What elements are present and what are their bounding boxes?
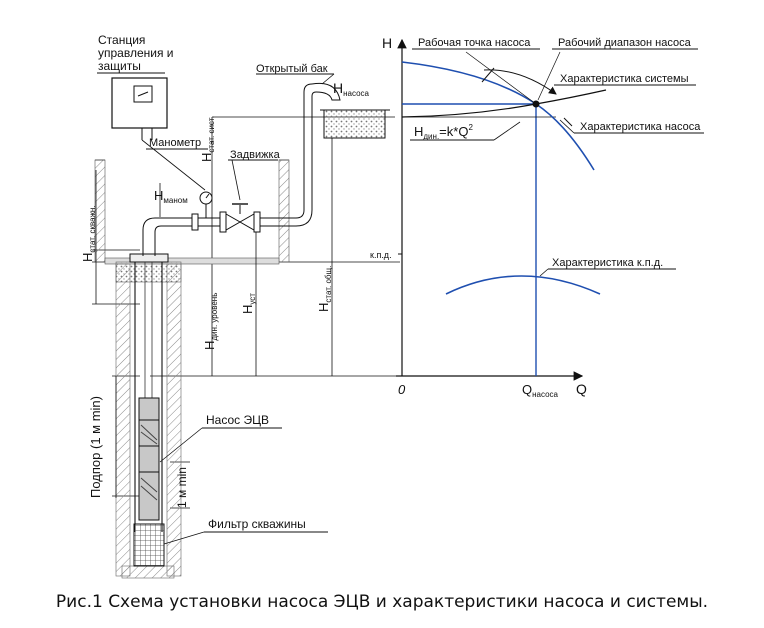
svg-text:Hуст: Hуст bbox=[240, 293, 257, 314]
x-axis-label: Q bbox=[576, 381, 587, 397]
manometer-label: Манометр bbox=[149, 137, 201, 149]
filter-label: Фильтр скважины bbox=[208, 517, 306, 531]
y-axis-label: H bbox=[382, 35, 392, 51]
kpd-tick-label: к.п.д. bbox=[370, 250, 392, 260]
pump-installation-diagram: Станция управления и защиты Манометр bbox=[80, 33, 704, 579]
h-din-uroven-label: Hдин. уровень bbox=[202, 293, 219, 350]
kpd-characteristic-curve bbox=[445, 275, 601, 295]
kpd-char-label: Характеристика к.п.д. bbox=[552, 257, 663, 269]
q-nasosa-label: Qнасоса bbox=[522, 382, 559, 399]
well-pit bbox=[94, 159, 290, 579]
h-nasosa-label: Hнасоса bbox=[333, 80, 370, 98]
svg-text:Hстат. скважн.: Hстат. скважн. bbox=[80, 205, 97, 262]
well-filter bbox=[133, 523, 165, 567]
h-stat-obsch-label: Hстат. общ. bbox=[316, 266, 333, 312]
pump-char-label: Характеристика насоса bbox=[580, 121, 701, 133]
pipeline bbox=[142, 82, 341, 256]
h-ust-label: Hуст bbox=[240, 293, 257, 314]
control-station: Станция управления и защиты Манометр bbox=[97, 33, 208, 191]
h-din-formula: Hдин.=k*Q2 bbox=[414, 123, 473, 141]
pump-chart: H Q 0 к.п.д. Qнасоса Рабочая точка насос… bbox=[370, 35, 704, 399]
working-point-label: Рабочая точка насоса bbox=[418, 37, 531, 49]
podpor-label: Подпор (1 м min) bbox=[88, 396, 103, 498]
h-manom-label: Hманом bbox=[154, 188, 188, 205]
station-label-1: Станция bbox=[98, 33, 145, 47]
svg-text:Hдин. уровень: Hдин. уровень bbox=[202, 293, 219, 350]
figure-caption: Рис.1 Схема установки насоса ЭЦВ и харак… bbox=[55, 592, 709, 612]
svg-text:Подпор (1 м min): Подпор (1 м min) bbox=[88, 396, 103, 498]
working-range-label: Рабочий диапазон насоса bbox=[558, 37, 692, 49]
system-characteristic-curve bbox=[401, 89, 607, 118]
open-tank-label: Открытый бак bbox=[256, 63, 328, 75]
valve-label: Задвижка bbox=[230, 149, 281, 161]
system-char-label: Характеристика системы bbox=[560, 73, 689, 85]
svg-text:1 м min: 1 м min bbox=[175, 467, 189, 508]
svg-text:Hстат. сист.: Hстат. сист. bbox=[199, 116, 216, 162]
origin-label: 0 bbox=[398, 382, 406, 397]
open-tank: Открытый бак Hнасоса bbox=[256, 63, 390, 139]
station-label-3: защиты bbox=[98, 59, 141, 73]
h-stat-sist-label: Hстат. сист. bbox=[199, 116, 216, 162]
svg-text:Hстат. общ.: Hстат. общ. bbox=[316, 266, 333, 312]
pump-label: Насос ЭЦВ bbox=[206, 413, 269, 427]
station-label-2: управления и bbox=[98, 46, 174, 60]
h-stat-skvazh-label: Hстат. скважн. bbox=[80, 205, 97, 262]
well-casing bbox=[129, 253, 169, 532]
one-m-min-label: 1 м min bbox=[175, 467, 189, 508]
pump-body bbox=[138, 397, 160, 521]
